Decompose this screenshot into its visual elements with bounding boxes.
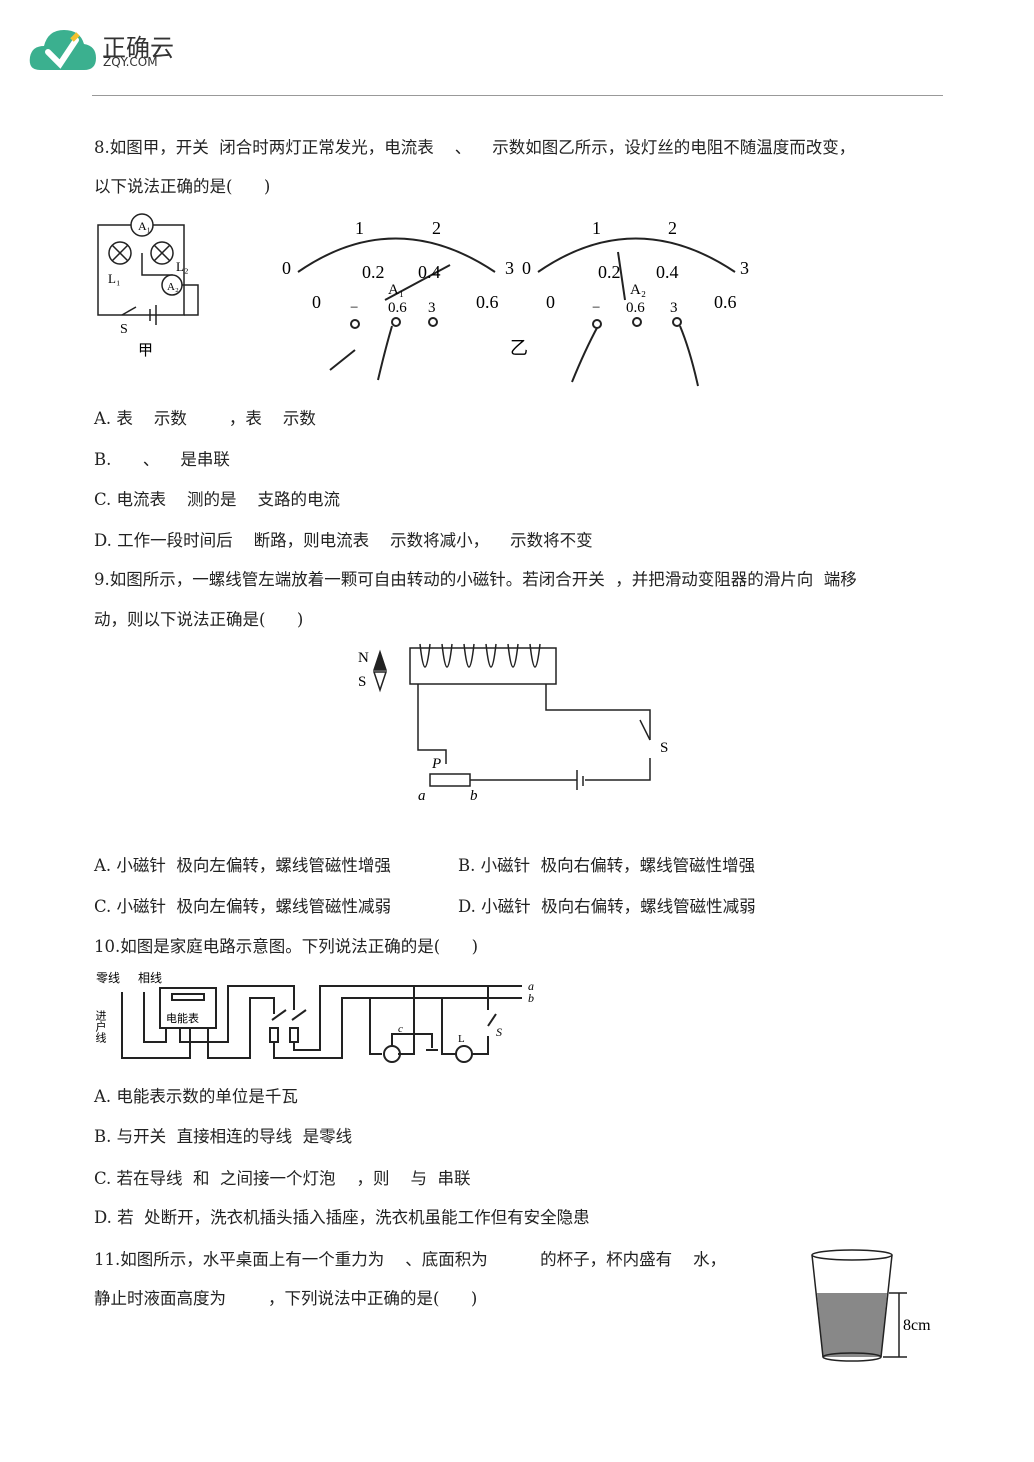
slider-p-label: P [431,756,441,772]
scale-b0: 0 [312,292,321,312]
scale2-0: 0 [522,258,531,278]
meter-a2-label: A₂ [630,282,646,298]
scale-1: 1 [355,218,364,238]
scale2-b0: 0 [546,292,555,312]
switch-s-label: S [660,740,668,756]
term-minus: − [350,300,358,316]
point-c-label: c [398,1023,403,1035]
q10-household-circuit-figure: 零线 相线 进户线 电能表 a b c L S [94,971,534,1063]
brand-domain: ZQY.COM [103,55,158,69]
q8-option-d: D. 工作一段时间后 断路，则电流表 示数将减小， 示数将不变 [94,531,593,550]
brand-name: 正确云 [102,34,174,62]
neutral-label: 零线 [96,971,120,985]
q10-option-c: C. 若在导线 和 之间接一个灯泡 ，则 与 串联 [94,1169,471,1188]
l2-label: L₂ [176,259,188,274]
fig-yi-label: 乙 [510,338,528,358]
scale2-2: 2 [668,218,677,238]
q8-option-c: C. 电流表 测的是 支路的电流 [94,490,340,509]
meter-label: 电能表 [166,1011,199,1025]
needle-n-label: N [358,650,369,666]
q8-stem-2: 以下说法正确的是( ) [94,177,271,196]
l1-label: L₁ [108,271,120,286]
term2-minus: − [592,300,600,316]
wire-a-label: a [528,979,534,993]
q10-option-b: B. 与开关 直接相连的导线 是零线 [94,1127,353,1146]
scale-04: 0.4 [418,262,441,282]
live-label: 相线 [138,971,162,985]
meter-a1-label: A₁ [388,282,404,298]
term2-06: 0.6 [626,300,645,316]
height-label: 8cm [903,1317,931,1334]
scale-b06: 0.6 [476,292,499,312]
incoming-label: 进户线 [94,1010,107,1043]
scale-2: 2 [432,218,441,238]
lamp-l-label: L [458,1033,465,1045]
q8-circuit-figure: A₁ A₂ L₁ L₂ S 甲 [97,213,199,359]
logo-icon [29,30,96,70]
q10-stem: 10.如图是家庭电路示意图。下列说法正确的是( ) [94,937,479,956]
header-divider [92,95,943,96]
scale2-3: 3 [740,258,749,278]
scale-3: 3 [505,258,514,278]
scale-0: 0 [282,258,291,278]
wire-b-label: b [528,991,534,1005]
q9-stem-2: 动，则以下说法正确是( ) [94,610,304,629]
q11-cup-figure: 8cm [811,1249,931,1362]
q9-option-b: B. 小磁针 极向右偏转，螺线管磁性增强 [458,856,756,875]
scale2-04: 0.4 [656,262,679,282]
q9-option-c: C. 小磁针 极向左偏转，螺线管磁性减弱 [94,897,392,916]
switch-s-label: S [496,1025,502,1039]
scale2-b06: 0.6 [714,292,737,312]
scale2-1: 1 [592,218,601,238]
q8-option-b: B. 、 是串联 [94,450,230,469]
end-b-label: b [470,788,478,804]
term-3: 3 [428,300,436,316]
q11-stem-2: 静止时液面高度为 ，下列说法中正确的是( ) [94,1289,478,1308]
q9-option-a: A. 小磁针 极向左偏转，螺线管磁性增强 [94,856,391,875]
q11-stem: 11.如图所示，水平桌面上有一个重力为 、底面积为 的杯子，杯内盛有 水， [94,1250,727,1269]
q8-option-a: A. 表 示数 ，表 示数 [94,409,316,428]
q10-option-d: D. 若 处断开，洗衣机插头插入插座，洗衣机虽能工作但有安全隐患 [94,1208,590,1227]
switch-label: S [120,322,128,337]
needle-s-label: S [358,674,366,690]
q9-option-d: D. 小磁针 极向右偏转，螺线管磁性减弱 [458,897,756,916]
fig-jia-label: 甲 [138,343,153,359]
q8-ammeter-figure: 0 1 2 3 0.2 0.4 0 0.6 A₁ 0.6 3 − 乙 0 1 2… [282,218,749,387]
q9-stem: 9.如图所示，一螺线管左端放着一颗可自由转动的小磁针。若闭合开关 ，并把滑动变阻… [94,570,857,589]
q10-option-a: A. 电能表示数的单位是千瓦 [94,1087,298,1106]
term2-3: 3 [670,300,678,316]
scale2-02: 0.2 [598,262,621,282]
a1-label: A₁ [138,219,151,233]
end-a-label: a [418,788,426,804]
a2-label: A₂ [167,281,179,293]
scale-02: 0.2 [362,262,385,282]
q8-stem: 8.如图甲，开关 闭合时两灯正常发光，电流表 、 示数如图乙所示，设灯丝的电阻不… [94,138,856,157]
q9-solenoid-figure: N S P a b S [358,643,668,804]
term-06: 0.6 [388,300,407,316]
